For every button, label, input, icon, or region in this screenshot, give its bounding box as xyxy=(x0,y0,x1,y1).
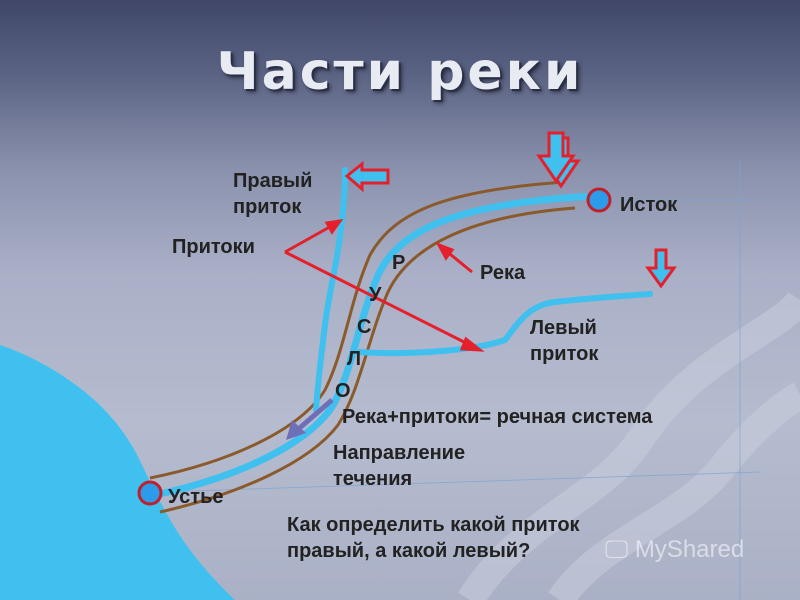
mouth-point xyxy=(137,480,163,506)
watermark-logo: 🖵 MyShared xyxy=(605,536,744,564)
river-main xyxy=(151,192,599,499)
pointer-lines xyxy=(284,218,485,352)
question-text: Как определить какой приток правый, а ка… xyxy=(287,514,580,562)
label-right-tributary: Правый приток xyxy=(233,170,313,218)
arrow-left-tributary-icon xyxy=(645,248,677,289)
riverbed-letter: Л xyxy=(347,348,362,370)
background-swirls xyxy=(458,291,800,600)
label-river: Река xyxy=(480,262,526,284)
sea xyxy=(0,345,235,600)
label-river-system: Река+притоки= речная система xyxy=(342,406,653,428)
label-flow-direction: Направление течения xyxy=(333,442,466,490)
presentation-icon: 🖵 xyxy=(605,536,629,563)
arrow-source-icon xyxy=(536,131,581,189)
river-bank-right xyxy=(159,206,576,514)
label-mouth: Устье xyxy=(168,486,224,508)
label-source: Исток xyxy=(620,194,678,216)
flow-direction-arrow-icon xyxy=(286,398,334,440)
riverbed-letter: С xyxy=(357,316,372,338)
watermark-text: MyShared xyxy=(634,536,745,563)
slide-title: Части реки xyxy=(216,42,584,102)
riverbed-letter: О xyxy=(335,380,351,402)
label-left-tributary: Левый приток xyxy=(530,317,599,365)
riverbed-letter: Р xyxy=(392,252,406,274)
guide-lines xyxy=(159,160,761,600)
riverbed-letter: У xyxy=(369,284,382,306)
right-tributary xyxy=(313,167,348,413)
label-tributaries: Притоки xyxy=(172,236,255,258)
river-bank-left xyxy=(149,180,566,480)
source-point xyxy=(586,187,612,213)
arrow-right-tributary-icon xyxy=(344,160,390,193)
left-tributary xyxy=(357,291,653,357)
